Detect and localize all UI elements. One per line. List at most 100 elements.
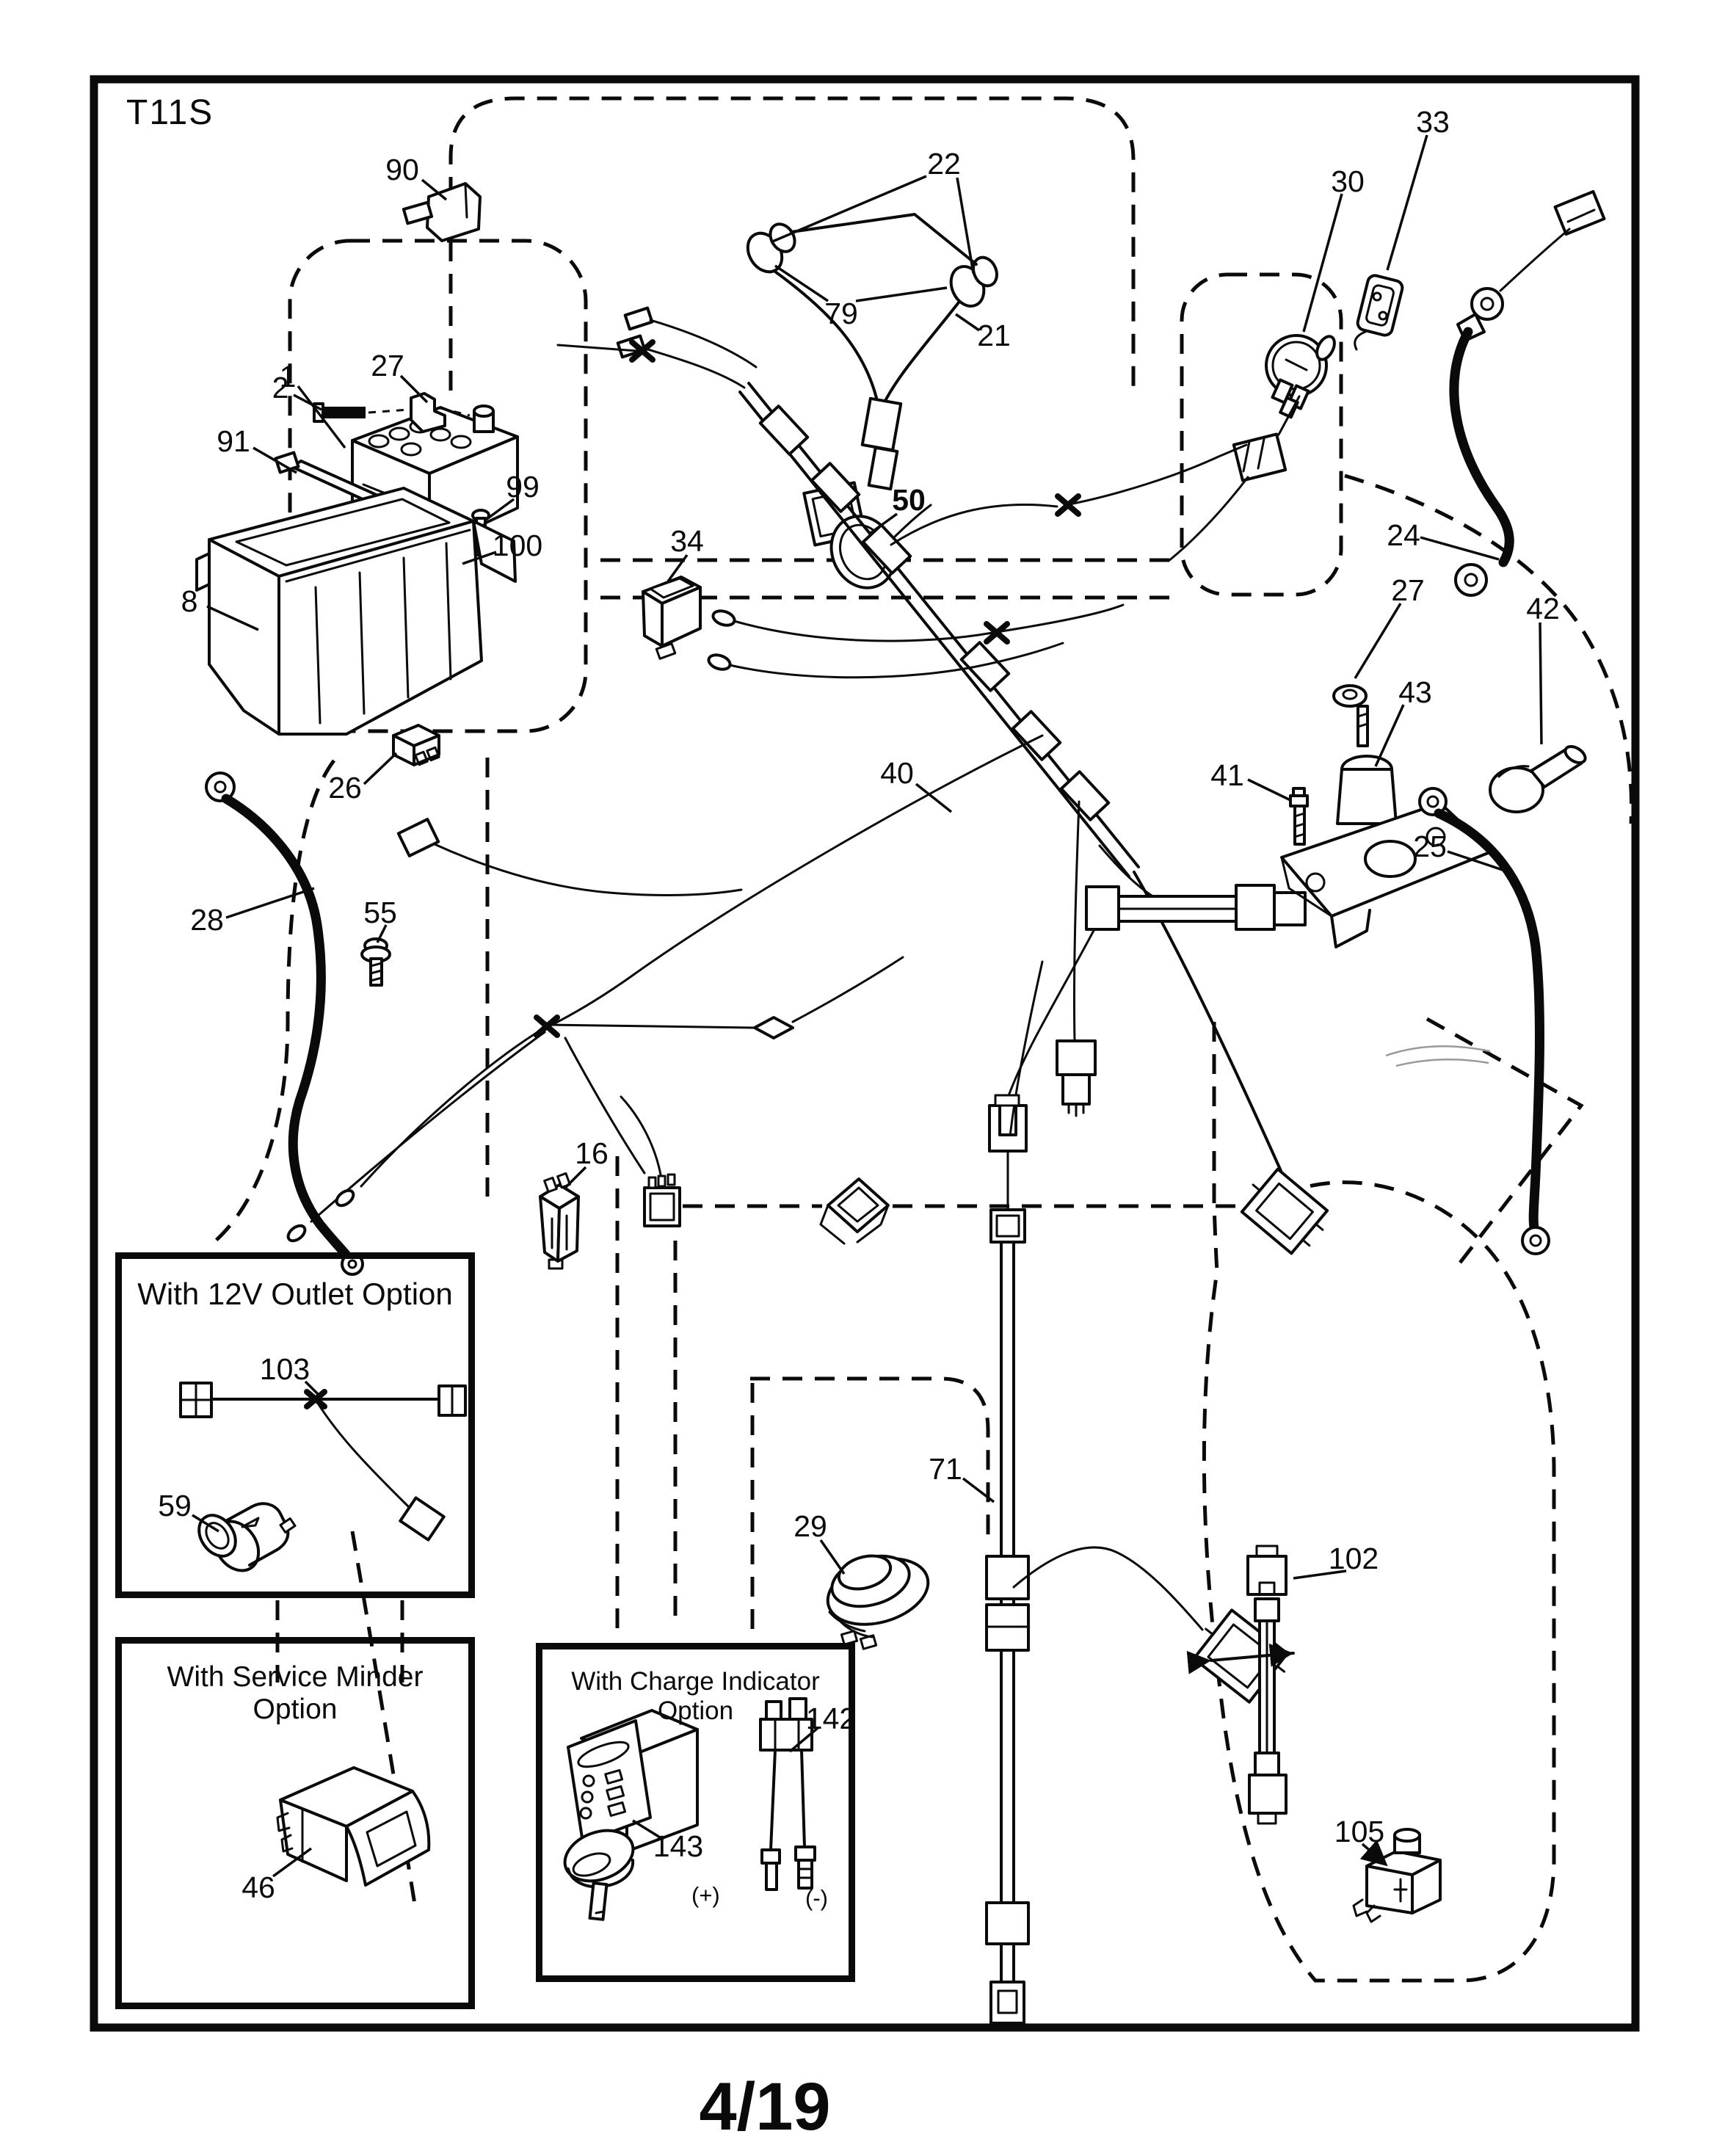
callout-leader-25 — [1447, 850, 1510, 874]
callout-label-33: 33 — [1416, 105, 1450, 139]
callout-leader-91 — [253, 446, 297, 474]
callout-leader-46 — [272, 1847, 313, 1878]
rocker-switch-34 — [642, 576, 702, 660]
callout-leader-100 — [462, 551, 497, 565]
hour-meter-cover-90 — [402, 182, 482, 242]
callout-label-16: 16 — [575, 1136, 609, 1170]
option-box-title: With 12V Outlet Option — [137, 1277, 453, 1311]
callout-label-2: 2 — [272, 371, 289, 404]
option-box-12v-outlet: With 12V Outlet Option — [115, 1252, 475, 1598]
ignition-switch-30 — [1265, 334, 1336, 419]
option-box-charge-indicator: With Charge Indicator Option — [536, 1643, 855, 1982]
charge-indicator-module-143 — [563, 1709, 699, 1921]
callout-label-30: 30 — [1331, 164, 1365, 198]
splice-x-marks — [534, 339, 1081, 1038]
callout-label-40: 40 — [880, 756, 914, 790]
page-indicator: 4/19 — [699, 2069, 831, 2144]
ignition-connector — [1167, 395, 1301, 562]
callout-leader-2 — [293, 393, 322, 411]
callout-leader-55 — [376, 924, 388, 943]
callout-leader-22 — [770, 175, 927, 244]
fuse-26 — [392, 724, 440, 766]
callout-leader-24 — [1420, 536, 1500, 561]
outlet-harness-103 — [179, 1382, 467, 1542]
callout-leader-28 — [225, 887, 315, 919]
callout-leader-50 — [869, 512, 898, 534]
screw-55 — [360, 937, 391, 987]
callout-leader-26 — [363, 752, 398, 785]
callout-label-59: 59 — [158, 1489, 192, 1522]
headlight-harness — [746, 213, 998, 491]
callout-leader-79 — [774, 264, 829, 302]
callout-label-91: 91 — [217, 424, 250, 458]
callout-leader-29 — [819, 1539, 846, 1575]
console-connector — [620, 1095, 681, 1227]
callout-label-25: 25 — [1413, 830, 1447, 863]
callout-label-42: 42 — [1526, 592, 1560, 625]
callout-leader-59 — [192, 1514, 219, 1533]
callout-leader-33 — [1386, 134, 1428, 271]
terminal-boot-42 — [1489, 744, 1587, 813]
battery-terminal-bracket — [410, 392, 446, 433]
starter-solenoid-43 — [1280, 684, 1493, 948]
positive-terminal-label: (+) — [691, 1882, 720, 1908]
extension-harness-102 — [1186, 1545, 1295, 1825]
seat-switch-connector-left — [819, 1177, 890, 1245]
callout-leader-102 — [1293, 1569, 1347, 1580]
callout-label-142: 142 — [806, 1702, 856, 1735]
callout-label-29: 29 — [793, 1509, 827, 1543]
horn-29 — [826, 1554, 930, 1650]
battery-box — [195, 487, 517, 736]
callout-leader-16 — [564, 1166, 587, 1189]
callout-leader-22 — [956, 177, 975, 274]
callout-label-21: 21 — [977, 319, 1011, 352]
callout-label-41: 41 — [1210, 758, 1244, 792]
page-border — [90, 75, 1640, 2032]
option-box-title: With Service Minder Option — [167, 1661, 424, 1725]
callout-label-105: 105 — [1334, 1815, 1384, 1848]
harness-drop-connector — [1056, 1039, 1097, 1117]
callout-leader-79 — [855, 286, 948, 302]
option-box-service-minder: With Service Minder Option — [115, 1637, 475, 2009]
callout-label-102: 102 — [1329, 1542, 1379, 1575]
callout-leader-30 — [1302, 193, 1343, 333]
callout-leader-1 — [297, 385, 346, 449]
callout-label-55: 55 — [363, 896, 397, 929]
callout-leader-103 — [304, 1380, 322, 1398]
callout-leader-90 — [421, 178, 448, 201]
callout-label-1: 1 — [280, 360, 297, 393]
module-33 — [1354, 274, 1404, 351]
callout-leader-99 — [484, 498, 515, 521]
callout-leader-41 — [1247, 778, 1291, 802]
option-box-title: With Charge Indicator Option — [571, 1667, 820, 1725]
clutch-cable-71 — [985, 1094, 1204, 2025]
callout-label-90: 90 — [385, 153, 419, 186]
callout-label-34: 34 — [670, 524, 704, 558]
callout-label-43: 43 — [1398, 675, 1432, 709]
callout-label-27: 27 — [371, 349, 404, 382]
ground-cable-24 — [1449, 189, 1606, 597]
pigtail-wires — [396, 306, 1248, 896]
switch-105 — [1352, 1828, 1442, 1923]
callout-leader-42 — [1539, 622, 1543, 745]
service-minder-module-46 — [276, 1766, 431, 1887]
interlock-switch-16 — [539, 1172, 580, 1270]
callout-label-103: 103 — [260, 1352, 310, 1386]
callout-leader-43 — [1374, 704, 1405, 767]
seat-switch-connector-right — [1240, 1167, 1329, 1255]
callout-leader-40 — [915, 783, 953, 813]
callout-leader-34 — [667, 553, 689, 583]
callout-leader-71 — [962, 1477, 995, 1503]
callout-label-8: 8 — [181, 584, 198, 618]
callout-label-79: 79 — [824, 297, 858, 330]
callout-leader-143 — [632, 1819, 664, 1841]
callout-label-28: 28 — [190, 903, 224, 937]
callout-label-27: 27 — [1391, 573, 1425, 607]
sheet-code: T11S — [126, 93, 214, 132]
callout-leader-21 — [955, 313, 980, 332]
callout-label-143: 143 — [653, 1829, 703, 1863]
callout-label-100: 100 — [493, 529, 542, 562]
